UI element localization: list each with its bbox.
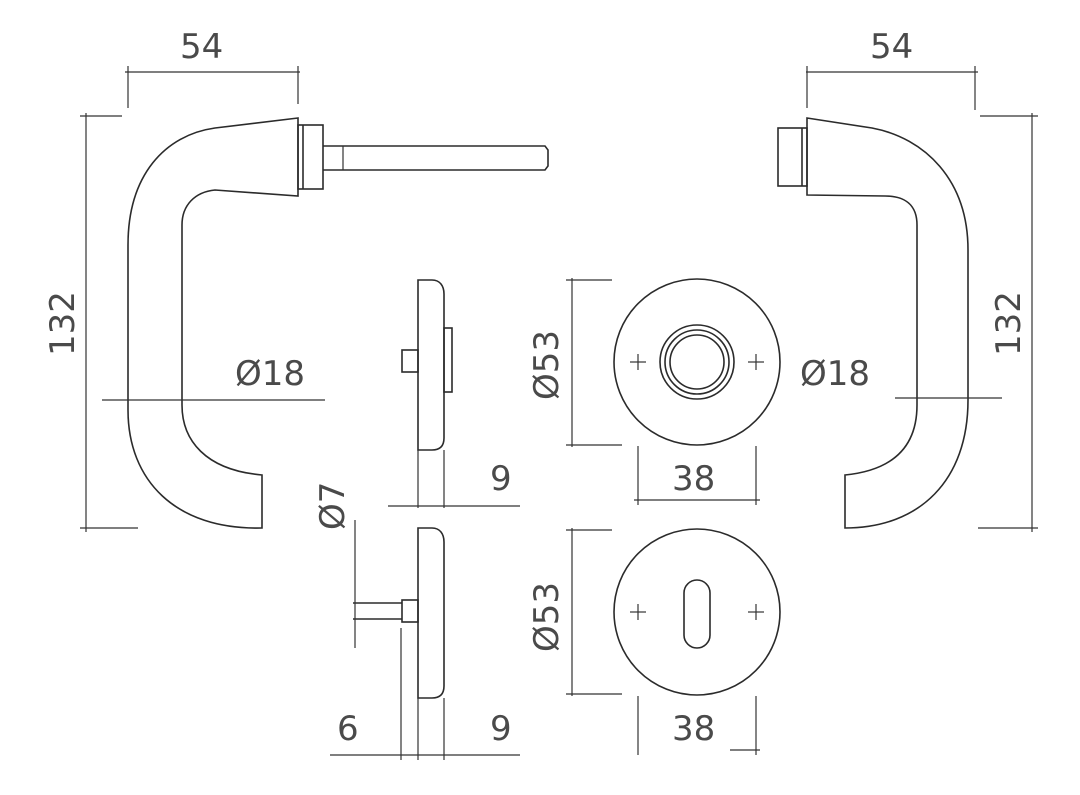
pin-diameter-label: Ø7 [313,482,353,530]
top-rose-front-view [613,278,781,446]
right-width-label: 54 [870,27,913,67]
pin-diameter-dimension: Ø7 [313,482,356,648]
left-diameter-label: Ø18 [235,354,305,394]
left-width-dimension: 54 [125,27,300,108]
left-diameter-dimension: Ø18 [102,354,325,401]
top-rose-thickness-dimension: 9 [388,450,520,508]
bottom-rose-diameter-label: Ø53 [527,582,567,652]
top-rose-diameter-label: Ø53 [527,330,567,400]
right-height-label: 132 [989,291,1029,356]
bottom-rose-thickness-dimension: 6 9 [330,628,520,760]
right-diameter-dimension: Ø18 [800,354,1002,399]
left-handle [127,117,549,529]
left-width-label: 54 [180,27,223,67]
bottom-rose-front-view [613,528,781,696]
bottom-rose-width-label: 38 [672,709,715,749]
bottom-rose-thickness-label: 9 [490,709,512,749]
bottom-rose-side-view [353,527,445,699]
left-handle-outer-outline [127,117,299,529]
left-height-label: 132 [43,291,83,356]
right-diameter-label: Ø18 [800,354,870,394]
top-rose-width-label: 38 [672,459,715,499]
top-rose-side-view [401,279,453,451]
right-height-dimension: 132 [978,113,1038,532]
top-rose-diameter-dimension: Ø53 [527,278,622,447]
left-handle-collar [297,124,324,190]
right-handle-collar [777,127,808,187]
pin-length-label: 6 [337,709,359,749]
right-handle [777,117,969,529]
right-width-dimension: 54 [806,27,978,110]
top-rose-width-dimension: 38 [634,446,760,505]
bottom-rose-diameter-dimension: Ø53 [527,528,622,696]
left-handle-spindle [323,145,549,171]
right-handle-outer-outline [806,117,969,529]
keyhole-slot [683,579,711,649]
bottom-rose-width-dimension: 38 [637,696,760,755]
top-rose-thickness-label: 9 [490,459,512,499]
left-height-dimension: 132 [43,113,138,532]
